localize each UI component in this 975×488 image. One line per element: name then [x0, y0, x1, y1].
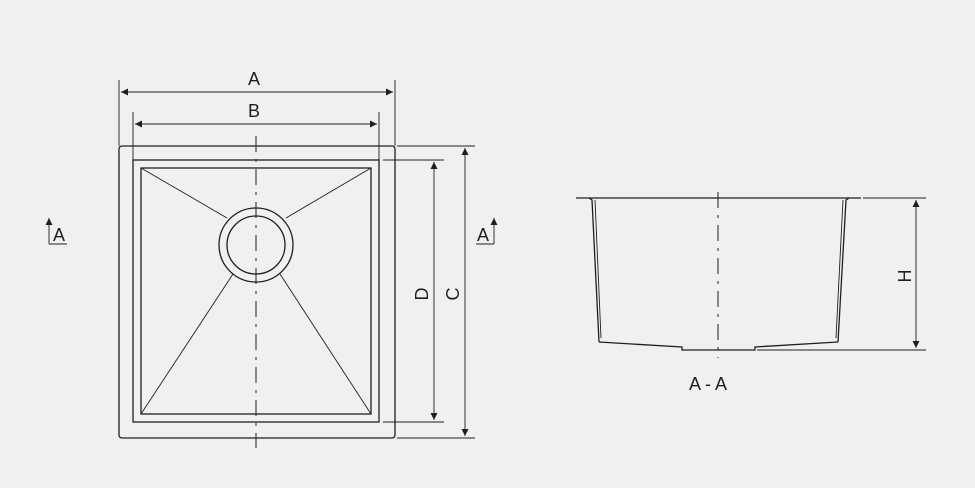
dimension-b-label: B — [248, 101, 260, 121]
dimension-c-label: C — [443, 288, 463, 301]
section-marker-right-label: A — [477, 225, 489, 245]
section-view — [576, 192, 861, 358]
slope-line-bottom-left — [140, 273, 234, 415]
section-left-wall — [588, 197, 600, 343]
dimension-d: D — [383, 159, 444, 423]
dimension-b: B — [132, 101, 380, 160]
section-right-wall — [837, 197, 850, 343]
dimension-h-label: H — [895, 270, 915, 283]
plan-view — [118, 136, 396, 448]
dimension-a: A — [118, 69, 396, 146]
dimension-a-label: A — [248, 69, 260, 89]
dimension-h: H — [757, 197, 926, 351]
section-title: A - A — [689, 374, 727, 394]
slope-line-top-right — [285, 167, 372, 219]
outer-rim — [118, 145, 396, 439]
section-marker-right: A — [476, 218, 498, 245]
section-marker-left-label: A — [53, 225, 65, 245]
section-marker-left: A — [45, 218, 67, 245]
slope-line-bottom-right — [279, 273, 372, 415]
slope-line-top-left — [140, 167, 228, 219]
dimension-c: C — [397, 145, 475, 439]
dimension-d-label: D — [412, 288, 432, 301]
